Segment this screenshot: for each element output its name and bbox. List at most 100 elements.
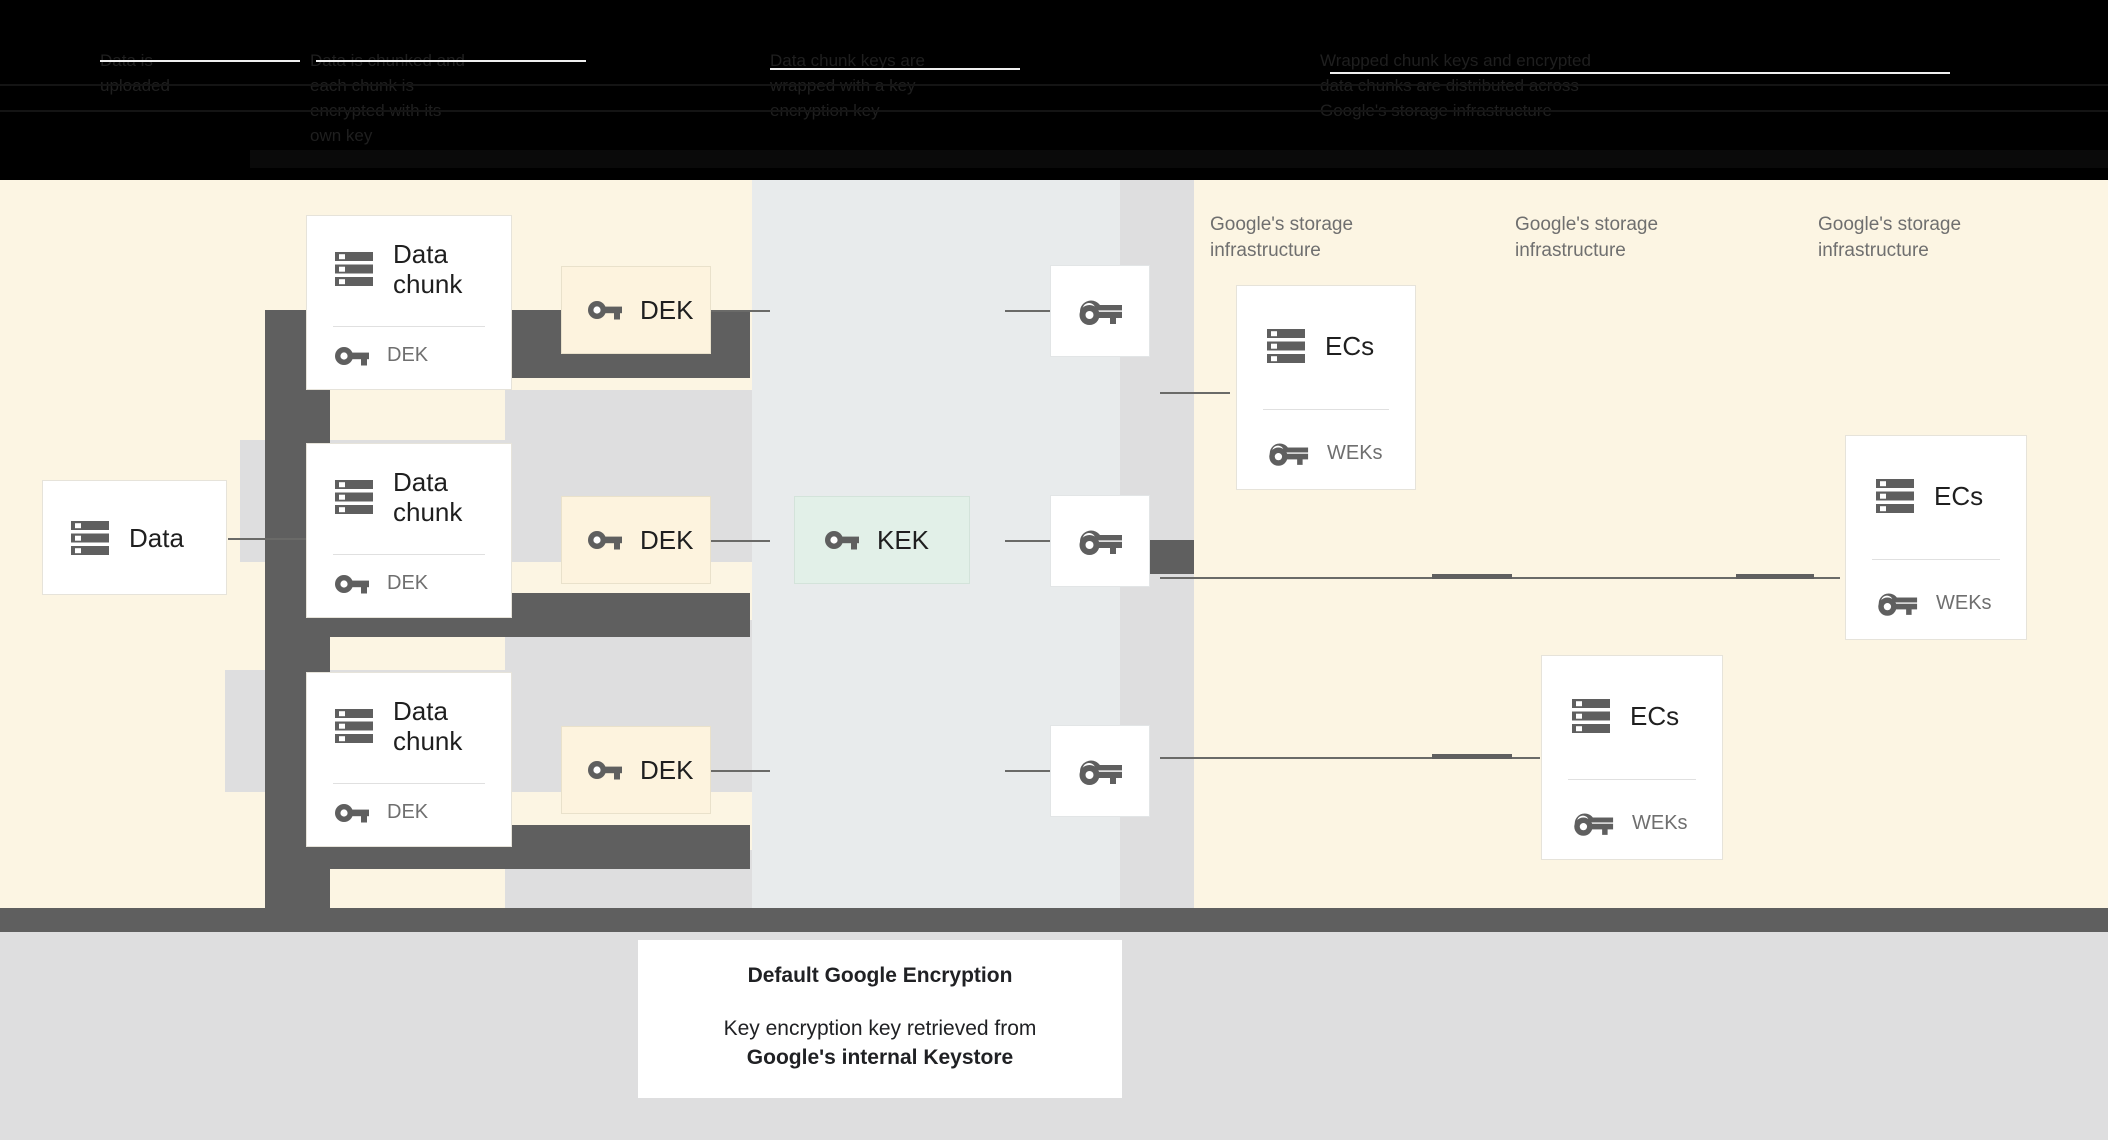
chunk-card-title: Data chunk (393, 695, 463, 756)
wek-box-2[interactable] (1050, 495, 1150, 587)
chunk-card-row: Data chunk (307, 673, 511, 778)
ec-card-sub: WEKs (1572, 809, 1710, 837)
key-icon (588, 301, 622, 320)
double-key-icon (1079, 760, 1122, 785)
ec-card-1[interactable]: ECs WEKs (1236, 285, 1416, 490)
ec-card-row: ECs (1237, 286, 1415, 406)
connector-data-to-chunks (228, 538, 306, 540)
diagram-canvas: Data Data chunk DEK (0, 180, 2108, 1088)
double-key-icon (1574, 813, 1614, 836)
dek-box-1[interactable]: DEK (561, 266, 711, 354)
dek-box-2[interactable]: DEK (561, 496, 711, 584)
data-chunk-card-3[interactable]: Data chunk DEK (306, 672, 512, 847)
data-card-row: Data (43, 481, 226, 594)
header-shadow (250, 150, 2108, 168)
card-divider (1872, 559, 2000, 560)
bottom-divider-bar (0, 908, 2108, 932)
wek-box-1[interactable] (1050, 265, 1150, 357)
arrow-line-to-ec3 (1160, 757, 1540, 759)
chunk-card-sub-label: DEK (387, 801, 429, 823)
header-rule (100, 60, 300, 62)
card-divider (1568, 779, 1696, 780)
arrow-line-to-ec1 (1160, 392, 1230, 394)
storage-icon (71, 520, 109, 555)
key-icon (588, 761, 622, 780)
ec-card-sub: WEKs (1876, 589, 2014, 617)
ec-card-sub-label: WEKs (1632, 811, 1688, 834)
ec-card-sub-label: WEKs (1936, 591, 1992, 614)
double-key-icon (1079, 530, 1122, 555)
dek-box-label: DEK (640, 294, 694, 325)
double-key-icon (1878, 593, 1918, 616)
ec-card-sub: WEKs (1267, 439, 1403, 467)
dek-box-3[interactable]: DEK (561, 726, 711, 814)
ec-card-sub-label: WEKs (1327, 441, 1383, 464)
connector-chunk3-to-dek3 (700, 770, 770, 772)
infra-label-2: Google's storage infrastructure (1515, 214, 1659, 261)
chunk-card-title: Data chunk (393, 466, 463, 527)
arrow-segment-a (1432, 574, 1512, 579)
data-chunk-card-2[interactable]: Data chunk DEK (306, 443, 512, 618)
key-icon (335, 803, 369, 822)
arrow-segment-c (1432, 754, 1512, 759)
card-divider (1263, 409, 1389, 410)
header-column-1: Data is uploaded (100, 51, 170, 95)
storage-icon (1572, 699, 1610, 733)
kek-box[interactable]: KEK (794, 496, 970, 584)
card-divider (333, 783, 485, 784)
chunk-card-sub: DEK (335, 801, 499, 824)
chunk-card-row: Data chunk (307, 216, 511, 321)
dek-box-label: DEK (640, 524, 694, 555)
connector-kek-to-wek2 (1005, 540, 1063, 542)
header-text-region: Data is uploaded Data is chunked and eac… (0, 40, 2108, 145)
caption-body: Key encryption key retrieved from Google… (638, 1014, 1122, 1072)
key-icon (335, 346, 369, 365)
double-key-icon (1079, 300, 1122, 325)
header-rule (316, 60, 586, 62)
kek-box-label: KEK (877, 524, 930, 555)
header-band: Data is uploaded Data is chunked and eac… (0, 0, 2108, 168)
ec-card-row: ECs (1542, 656, 1722, 776)
header-rule (0, 110, 2108, 112)
storage-icon (1267, 329, 1305, 363)
connector-dek3-to-wek3 (1005, 770, 1063, 772)
data-chunk-card-1[interactable]: Data chunk DEK (306, 215, 512, 390)
caption-title: Default Google Encryption (747, 964, 1013, 987)
dek-box-label: DEK (640, 754, 694, 785)
connector-dek1-to-wek1 (1005, 310, 1063, 312)
connector-chunk1-to-dek1 (700, 310, 770, 312)
caption-body-line2: Google's internal Keystore (746, 1046, 1014, 1069)
data-card-title: Data (129, 522, 184, 553)
ec-card-3[interactable]: ECs WEKs (1541, 655, 1723, 860)
wek-box-3[interactable] (1050, 725, 1150, 817)
header-rule (1330, 72, 1950, 74)
storage-icon (335, 708, 373, 743)
header-rule (0, 84, 2108, 86)
chunk-card-sub-label: DEK (387, 572, 429, 594)
caption-body-line1: Key encryption key retrieved from (723, 1017, 1037, 1040)
card-divider (333, 326, 485, 327)
ec-card-title: ECs (1934, 481, 1984, 511)
chunk-card-row: Data chunk (307, 444, 511, 549)
caption-box: Default Google Encryption Key encryption… (638, 940, 1122, 1098)
ec-card-title: ECs (1325, 331, 1375, 361)
infra-label-3: Google's storage infrastructure (1818, 214, 1962, 261)
card-divider (333, 554, 485, 555)
chunk-card-sub-label: DEK (387, 344, 429, 366)
header-column-2: Data is chunked and each chunk is encryp… (310, 51, 465, 145)
ec-card-2[interactable]: ECs WEKs (1845, 435, 2027, 640)
header-rule (770, 68, 1020, 70)
data-card[interactable]: Data (42, 480, 227, 595)
ec-card-row: ECs (1846, 436, 2026, 556)
ec-card-title: ECs (1630, 701, 1680, 731)
double-key-icon (1269, 443, 1309, 466)
storage-icon (1876, 479, 1914, 513)
chunk-card-sub: DEK (335, 344, 499, 367)
chunk-card-title: Data chunk (393, 238, 463, 299)
storage-icon (335, 479, 373, 514)
infra-label-1: Google's storage infrastructure (1210, 214, 1354, 261)
key-icon (335, 574, 369, 593)
arrow-segment-b (1736, 574, 1814, 579)
key-icon (825, 531, 859, 550)
storage-icon (335, 251, 373, 286)
